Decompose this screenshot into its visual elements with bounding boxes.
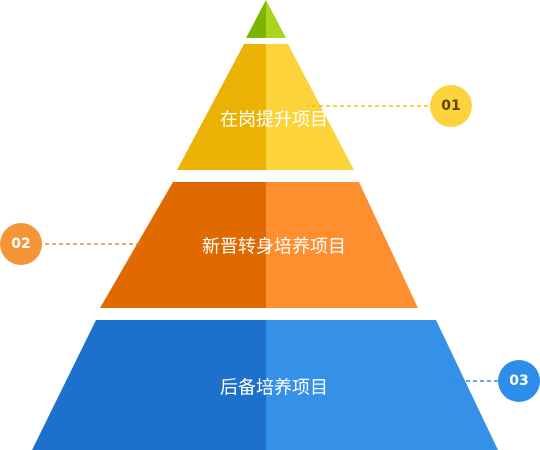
tier-1-number: 01 [441,98,460,114]
tier-1: 01 在岗提升项目 [177,44,472,170]
tier-2-number: 02 [11,236,30,252]
apex-right-face [266,0,286,38]
tier-1-right-face [266,44,354,170]
tier-3-right-face [266,320,498,450]
tier-1-number-badge [430,85,472,127]
apex-left-face [246,0,266,38]
tier-2-number-badge [0,223,42,265]
tier-2-left-face [100,182,266,308]
tier-3-left-face [32,320,266,450]
tier-1-left-face [177,44,266,170]
tier-2-right-face [266,182,418,308]
tier-3-label: 后备培养项目 [220,378,328,399]
tier-3-number-badge [498,360,540,402]
tier-1-label: 在岗提升项目 [220,110,328,131]
tier-3: 03 后备培养项目 [32,320,540,450]
tier-2: 02 新晋转身培养项目 [0,182,418,308]
tier-3-number: 03 [509,373,528,389]
tier-2-label: 新晋转身培养项目 [202,237,346,258]
